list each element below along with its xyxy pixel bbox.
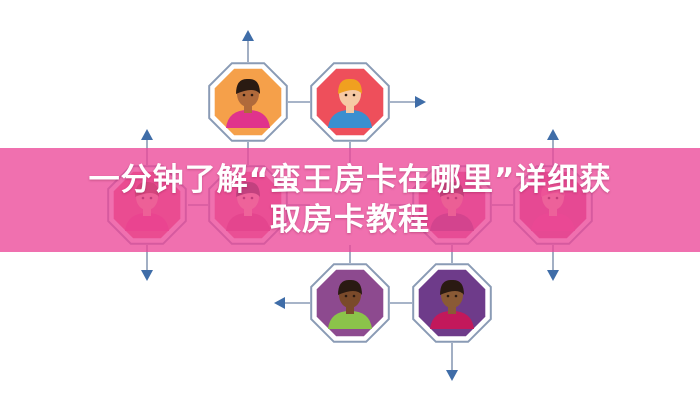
title-banner: 一分钟了解“蛮王房卡在哪里”详细获 取房卡教程 [0,148,700,252]
avatar-man-purple [310,263,390,343]
connector-arrows [141,30,559,381]
arrowhead-down-icon [547,270,559,281]
person-icon [226,78,270,128]
arrowhead-down-icon [141,270,153,281]
arrowhead-left-icon [274,297,285,309]
arrowhead-down-icon [446,370,458,381]
title-line-2: 取房卡教程 [270,202,430,238]
avatar-woman-purple [412,263,492,343]
person-icon [328,279,372,329]
title-line-1: 一分钟了解“蛮王房卡在哪里”详细获 [88,162,612,198]
person-icon [430,279,474,329]
avatar-woman-orange [208,62,288,142]
person-icon [328,78,372,128]
arrowhead-right-icon [415,96,426,108]
arrowhead-up-icon [141,129,153,140]
arrowhead-up-icon [547,129,559,140]
arrowhead-up-icon [242,30,254,41]
avatar-man-red [310,62,390,142]
